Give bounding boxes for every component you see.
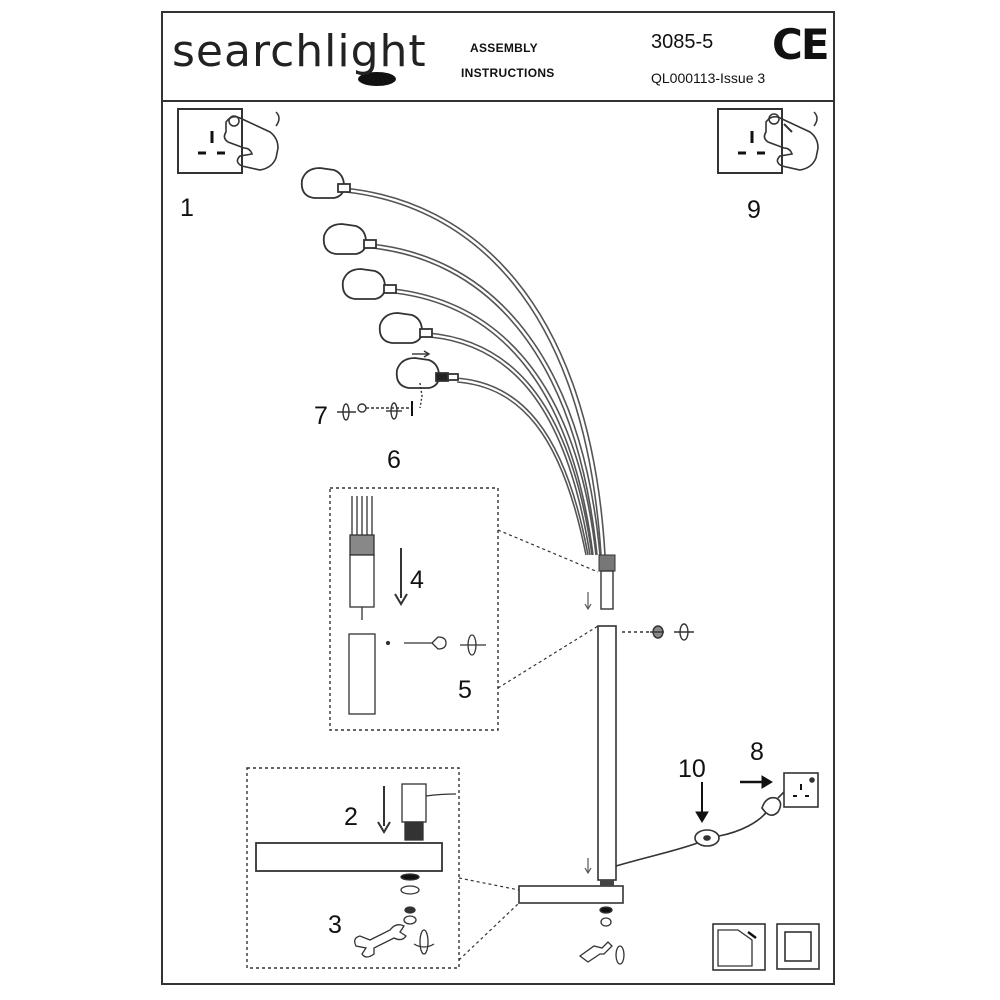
pole-screw-detail [622,623,694,641]
step-label-10: 10 [678,755,706,783]
base-wrench-detail [578,906,625,965]
detail-inset-base [246,767,520,969]
wrench-icon [578,941,613,963]
bulb-icon [357,403,367,413]
header-title-line2: INSTRUCTIONS [461,66,555,80]
upper-tube [600,570,614,610]
compliance-symbols [712,923,820,971]
double-insulation-icon [776,923,820,970]
earth-box-icon [712,923,766,971]
lamp-shade-icon [300,167,345,199]
lamp-pole [584,554,617,881]
step-label-8: 8 [750,738,764,766]
socket-hand-icon-right [717,108,819,174]
brand-logo-mark-icon [358,72,396,86]
socket-icon [717,108,783,174]
wrench-icon [354,924,407,958]
detail-inset-pole-join [329,487,599,731]
plug-icon [761,796,782,816]
step-label-2: 2 [344,803,358,831]
step-label-9: 9 [747,196,761,224]
hand-icon [763,115,819,171]
step-label-1: 1 [180,194,194,222]
lamp-shade-icon [341,268,386,300]
page-frame [161,11,835,985]
step-label-7: 7 [314,402,328,430]
cable-assembly [615,772,819,867]
lamp-shade-icon [322,223,367,255]
lamp-arms [342,187,606,556]
model-number: 3085-5 [651,31,714,53]
hand-icon [223,115,279,171]
step-label-6: 6 [387,446,401,474]
bulb-fitting-detail [337,382,423,421]
header-title-line1: ASSEMBLY [470,41,538,55]
lamp-shades [300,167,459,389]
socket-hand-icon-left [177,108,280,174]
lamp-shade-icon [378,312,423,344]
lamp-base [518,885,624,904]
main-tube [597,625,617,881]
screw-icon [404,636,447,650]
step-label-3: 3 [328,911,342,939]
step-label-5: 5 [458,676,472,704]
step-label-4: 4 [410,566,424,594]
lamp-shade-icon [395,357,440,389]
brand-logo: searchlight [172,26,427,77]
arm-connector [598,554,616,572]
issue-number: QL000113-Issue 3 [651,70,766,86]
step-arrows [695,775,773,823]
socket-icon [177,108,243,174]
ce-mark: CE [772,20,829,69]
